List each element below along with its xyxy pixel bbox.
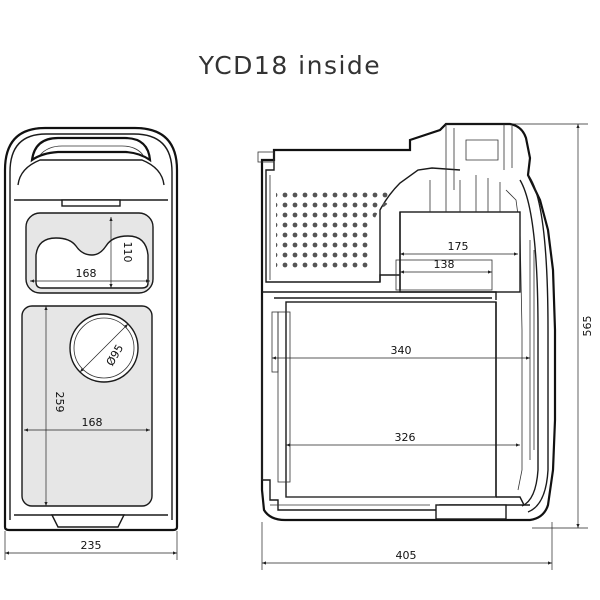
dim-front-main-height: 259 xyxy=(53,392,66,413)
dim-side-inner-depth-top: 340 xyxy=(391,344,412,357)
dim-front-overall-width: 235 xyxy=(81,539,102,552)
side-dimensions: 175 138 340 326 565 405 xyxy=(261,123,594,570)
side-vent-grid xyxy=(276,190,392,270)
side-main-compartment xyxy=(285,301,497,498)
dim-side-overall-height: 565 xyxy=(581,316,594,337)
dim-front-top-height: 110 xyxy=(121,242,134,263)
side-view xyxy=(257,122,557,522)
front-handle xyxy=(30,136,152,163)
front-body-outline xyxy=(3,126,179,532)
dim-front-main-width: 168 xyxy=(82,416,103,429)
dim-side-upper-depth: 175 xyxy=(448,240,469,253)
dim-side-inner-depth-bottom: 326 xyxy=(395,431,416,444)
dim-side-upper-inner: 138 xyxy=(434,258,455,271)
dim-front-top-width: 168 xyxy=(76,267,97,280)
dim-side-overall-depth: 405 xyxy=(396,549,417,562)
front-view xyxy=(3,126,179,532)
drawing-title: YCD18 inside xyxy=(198,51,381,80)
